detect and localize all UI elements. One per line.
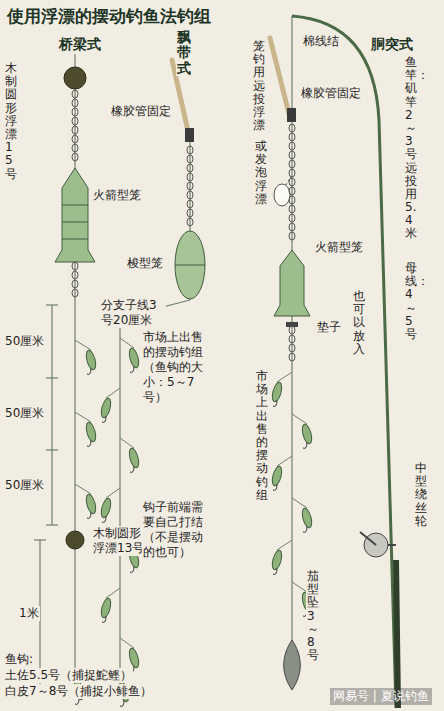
callout-label: 1米 — [18, 606, 40, 621]
callout-label: 鱼竿：矶竿2～3号远投用5.4米 — [404, 56, 418, 241]
callout-label: 分支子线3号20厘米 — [100, 298, 166, 328]
callout-label: 50厘米 — [4, 334, 45, 349]
callout-label: 白皮7～8号（捕捉小鲱鱼） — [4, 684, 153, 699]
title: 使用浮漂的摆动钓鱼法钓组 — [6, 6, 212, 27]
callout-label: 50厘米 — [4, 406, 45, 421]
callout-label: 桥梁式 — [58, 36, 102, 54]
callout-label: 钩子前端需要自己打结（不是摆动的也可） — [142, 500, 206, 560]
callout-label: 母线：4～5号 — [404, 262, 418, 341]
callout-label: 市场上出售的摆动钓组 — [255, 370, 269, 502]
callout-label: 茄型坠3～8号 — [306, 570, 320, 662]
callout-label: 鱼钩: — [4, 652, 34, 667]
callout-label: 橡胶管固定 — [300, 86, 362, 101]
callout-label: 胴突式 — [370, 36, 414, 54]
callout-label: 橡胶管固定 — [110, 104, 172, 119]
callout-label: 飘带式 — [176, 30, 192, 76]
callout-label: 土佐5.5号（捕捉鮀鲣） — [4, 668, 133, 683]
callout-label: 火箭型笼 — [314, 240, 364, 255]
callout-label: 梭型笼 — [126, 256, 164, 271]
callout-label: 火箭型笼 — [92, 188, 142, 203]
callout-label: 木制圆形浮漂13号 — [92, 526, 148, 556]
callout-label: 木制圆形浮漂15号 — [4, 62, 18, 181]
callout-label: 或发泡浮漂 — [254, 140, 268, 206]
callout-label: 棉线结 — [302, 34, 340, 49]
callout-label: 也可以放入 — [352, 290, 366, 356]
callout-label: 市场上出售的摆动钓组（鱼钩的大小：5～7号） — [142, 330, 206, 405]
callout-label: 50厘米 — [4, 478, 45, 493]
callout-label: 笼钓用远投浮漂 — [252, 40, 266, 132]
watermark: 网易号 | 夏说钓鱼 — [330, 688, 432, 705]
callout-label: 垫子 — [316, 320, 342, 335]
callout-label: 中型绕丝轮 — [414, 462, 428, 528]
